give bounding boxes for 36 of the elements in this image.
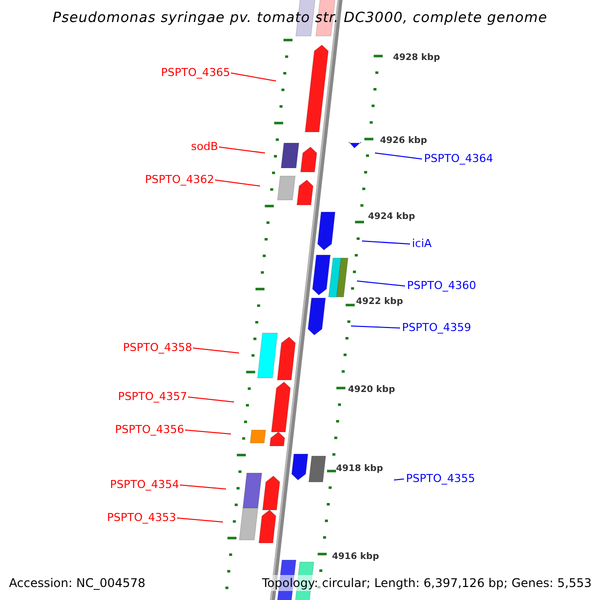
leader-line <box>180 484 226 490</box>
scale-label: 4916 kbp <box>332 552 380 563</box>
leader-line <box>218 146 266 154</box>
gene-name: PSPTO_4359 <box>402 321 472 334</box>
gene-name: PSPTO_4354 <box>110 478 180 491</box>
gene-name: PSPTO_4357 <box>118 390 188 403</box>
leader-line <box>184 430 232 434</box>
leader-line <box>350 326 400 328</box>
leader-line <box>214 180 260 186</box>
scale-label: 4924 kbp <box>368 212 416 223</box>
scale-label: 4926 kbp <box>380 136 428 147</box>
leader-line <box>188 396 234 402</box>
gene-name: PSPTO_4353 <box>107 511 176 524</box>
gene-name: PSPTO_4358 <box>123 341 192 354</box>
gene-name: PSPTO_4364 <box>424 152 494 165</box>
leader-line <box>192 348 240 354</box>
leader-line <box>362 240 410 244</box>
gene-name: PSPTO_4362 <box>145 173 214 186</box>
gene-name: PSPTO_4365 <box>161 66 230 79</box>
gene-name: sodB <box>191 140 218 153</box>
leader-line <box>176 518 224 522</box>
footer-text: Topology: circular; Length: 6,397,126 bp; Genes: 5,553 <box>262 575 592 591</box>
leader-line <box>230 72 276 82</box>
gene-name: iciA <box>412 237 432 250</box>
scale-label: 4920 kbp <box>348 385 396 396</box>
gene-name: PSPTO_4355 <box>406 472 476 485</box>
gene-name: PSPTO_4360 <box>407 279 476 292</box>
footer-text: Accession: NC_004578 <box>9 575 146 591</box>
leader-line <box>356 280 406 286</box>
leader-line <box>394 478 404 480</box>
gene-name: PSPTO_4356 <box>115 423 184 436</box>
title: Pseudomonas syringae pv. tomato str. DC3000, complete genome <box>52 10 548 27</box>
scale-label: 4918 kbp <box>336 464 384 475</box>
leader-line <box>374 152 422 160</box>
scale-label: 4928 kbp <box>393 53 440 64</box>
scale-label: 4922 kbp <box>356 297 404 308</box>
